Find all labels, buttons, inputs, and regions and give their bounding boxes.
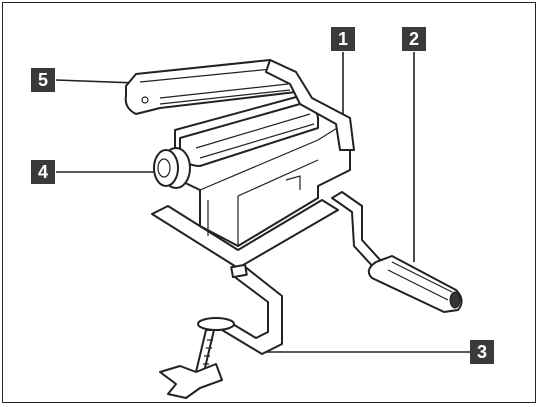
table-clamp — [221, 265, 283, 355]
cutter-screw — [141, 96, 149, 104]
callout-badge-3: 3 — [470, 340, 494, 364]
callout-badge-5: 5 — [31, 68, 55, 92]
callout-badge-1: 1 — [331, 27, 355, 51]
leader-line-5 — [55, 79, 136, 84]
clamp-pad — [197, 317, 235, 331]
callout-badge-2: 2 — [402, 27, 426, 51]
clamp-wing-screw — [159, 363, 223, 399]
diagram-border — [2, 2, 536, 403]
crank-arm — [331, 191, 383, 271]
machine-side-frame — [265, 59, 355, 151]
callout-badge-4: 4 — [31, 160, 55, 184]
